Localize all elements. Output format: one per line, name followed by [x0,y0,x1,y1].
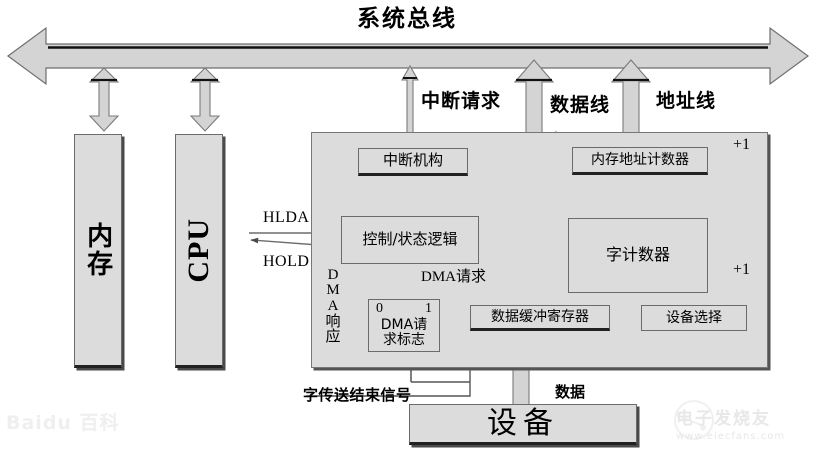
cpu-block: CPU [175,134,223,368]
hold-label: HOLD [263,253,310,270]
control-status-logic-label: 控制/状态逻辑 [362,230,458,249]
data-label: 数据 [555,383,586,401]
dma-response-char-2: A [327,297,339,314]
memory-label: 内存 [83,222,113,278]
interrupt-request-label: 中断请求 [421,90,502,112]
interrupt-mechanism-block: 中断机构 [358,148,468,176]
system-bus-title: 系统总线 [357,6,457,32]
memory-block: 内存 [74,134,122,368]
dma-response-char-1: M [326,282,340,299]
dma-response-label-stack: D M A 响 应 [325,267,341,346]
dma-flag-one: 1 [425,301,432,316]
dma-flag-label-line2: 求标志 [383,331,425,348]
dma-response-char-0: D [327,267,339,283]
device-label: 设备 [487,405,559,441]
elecfans-logo-icon [674,400,714,440]
hlda-label: HLDA [263,209,310,226]
dma-flag-label-line1: DMA请 [380,316,428,333]
dma-flag-zero: 0 [376,301,383,316]
cpu-bus-arrow [189,67,221,132]
device-select-label: 设备选择 [666,309,722,326]
word-transfer-end-label: 字传送结束信号 [303,386,412,404]
increment-address-label: +1 [733,136,751,153]
data-buffer-register-block: 数据缓冲寄存器 [470,305,610,331]
cpu-label: CPU [182,217,216,283]
interrupt-mechanism-label: 中断机构 [382,151,443,170]
address-line-label: 地址线 [656,90,717,112]
dma-response-char-3: 响 [325,311,341,330]
memory-bus-arrow [88,67,120,132]
memory-address-counter-block: 内存地址计数器 [572,147,708,175]
device-block: 设备 [409,404,637,445]
data-buffer-register-label: 数据缓冲寄存器 [491,308,589,325]
dma-response-char-4: 应 [325,327,341,346]
control-status-logic-block: 控制/状态逻辑 [341,216,479,264]
dma-request-flag-block: 0 1 DMA请 求标志 [368,299,440,352]
device-select-block: 设备选择 [641,305,747,331]
increment-word-label: +1 [733,261,751,278]
memory-address-counter-label: 内存地址计数器 [591,151,689,168]
dma-request-label: DMA请求 [421,269,487,285]
system-bus-arrow [6,26,810,86]
word-counter-block: 字计数器 [568,218,708,293]
word-counter-label: 字计数器 [605,245,670,265]
data-line-label: 数据线 [550,94,611,116]
